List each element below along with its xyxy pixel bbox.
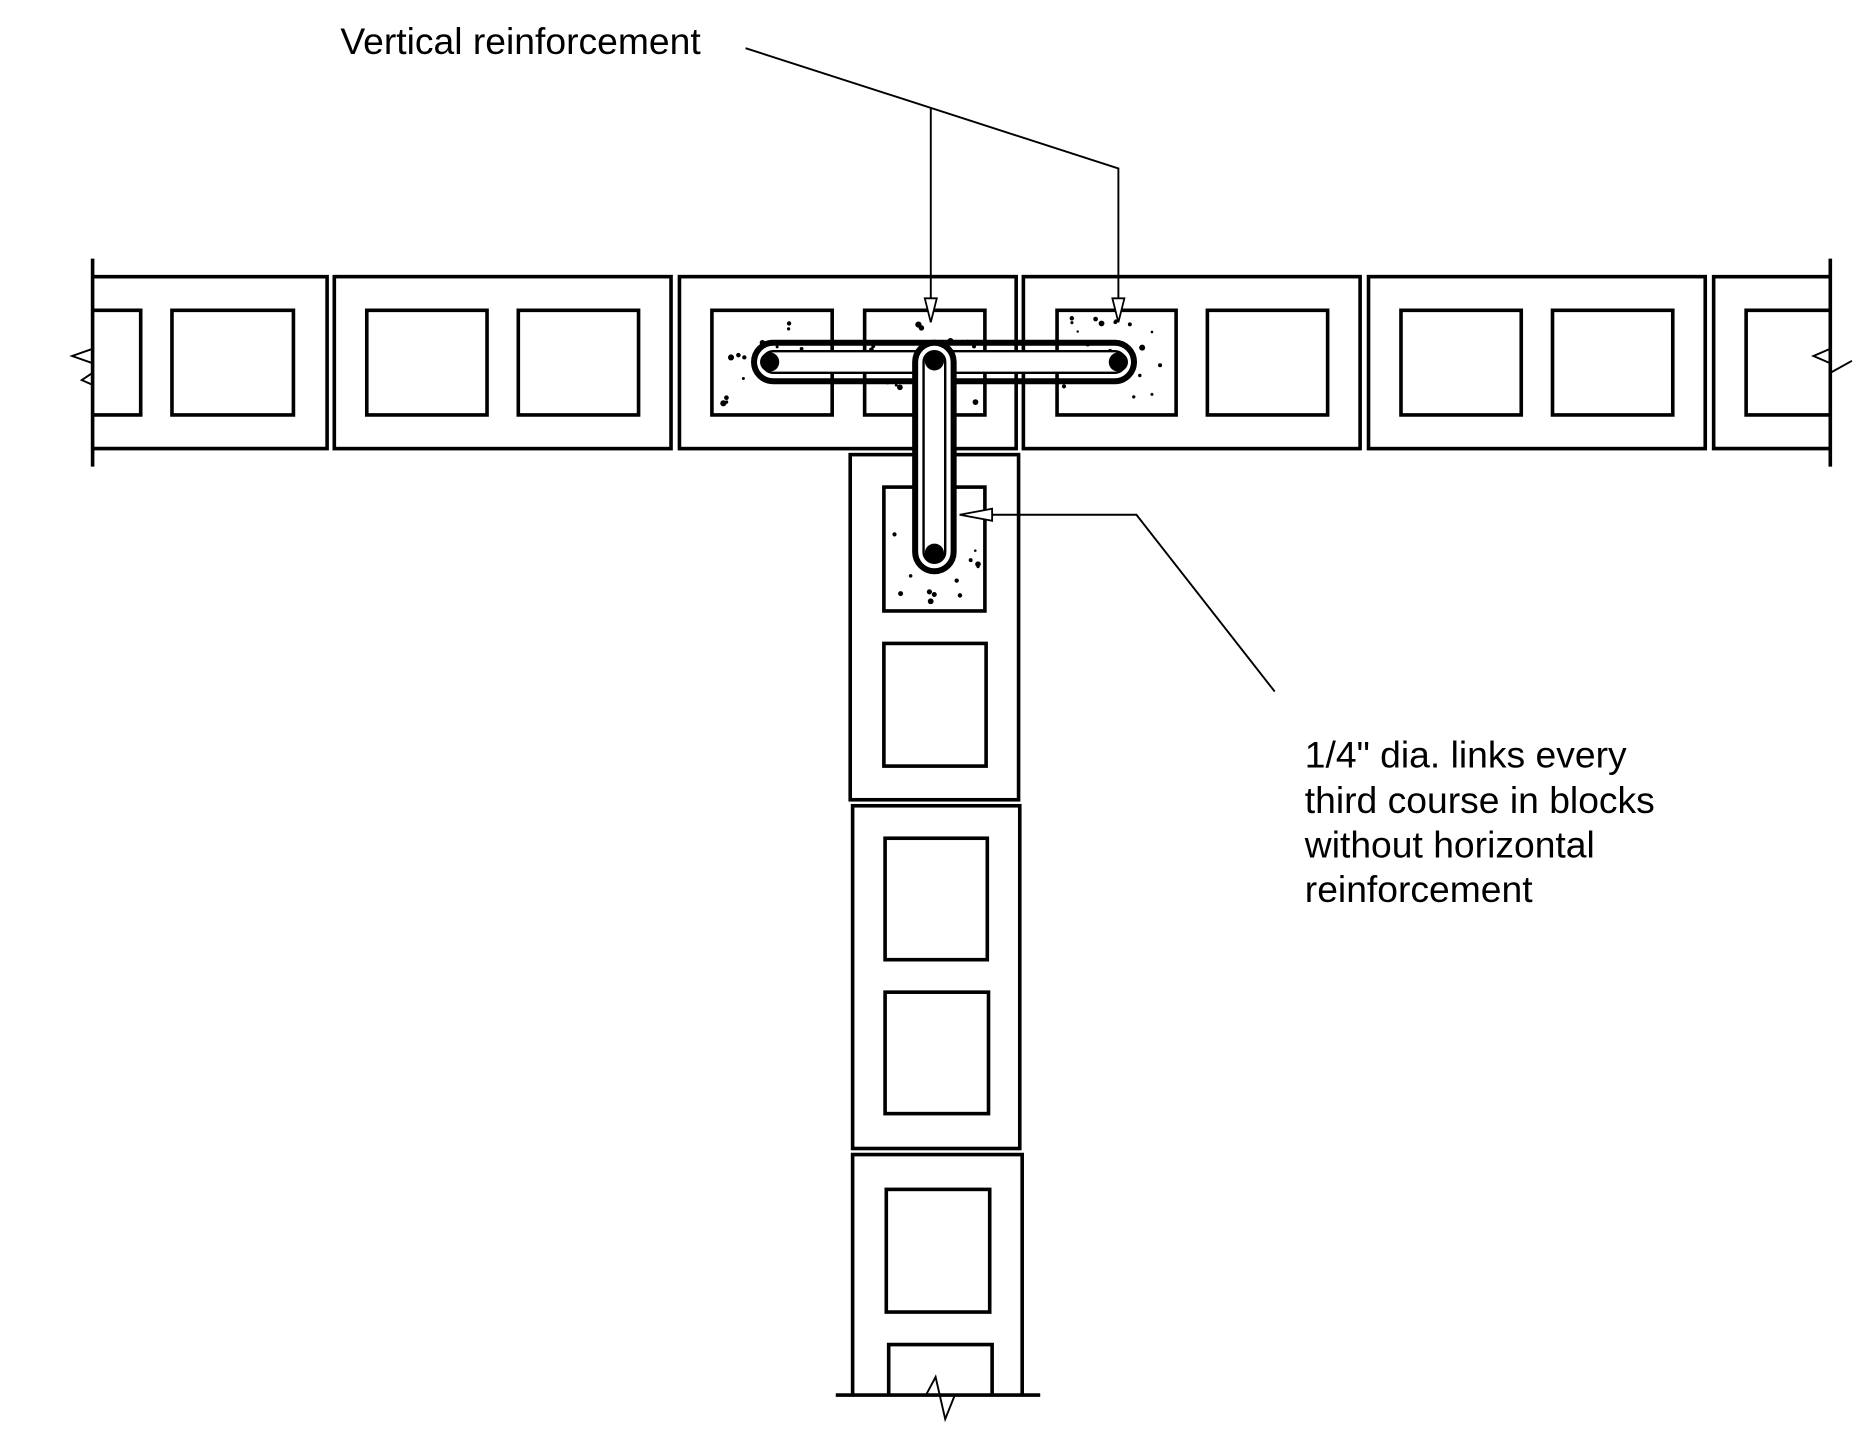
grout-speck xyxy=(1069,316,1075,321)
grout-speck xyxy=(1061,384,1067,389)
grout-speck xyxy=(786,321,792,326)
grout-speck xyxy=(954,578,959,583)
links-note-line: 1/4" dia. links every xyxy=(1305,733,1627,775)
leader-links xyxy=(959,507,1276,693)
block-cell xyxy=(1550,308,1675,417)
wall-ends xyxy=(69,258,1853,1423)
concrete-block xyxy=(1366,274,1708,451)
grout-speck xyxy=(1139,344,1146,351)
grout-speck xyxy=(918,325,925,331)
arrowhead-icon xyxy=(1111,297,1126,323)
grout-speck xyxy=(908,574,913,578)
partial-block-cell xyxy=(886,1342,994,1396)
grout-speck xyxy=(968,558,973,563)
grout-speck xyxy=(972,399,979,406)
links-note: 1/4" dia. links every third course in bl… xyxy=(1304,733,1655,910)
concrete-block xyxy=(332,274,673,451)
grout-speck xyxy=(799,347,804,351)
links-note-line: reinforcement xyxy=(1305,868,1533,910)
rebar-right xyxy=(1108,352,1129,372)
grout-speck xyxy=(775,345,779,349)
grout-speck xyxy=(727,354,735,361)
rebar-left xyxy=(760,352,780,372)
grout-speck xyxy=(1070,321,1074,325)
arrowhead-icon xyxy=(923,297,938,323)
block-cell xyxy=(882,641,988,768)
block-cell xyxy=(1399,308,1524,417)
break-symbol-right xyxy=(1811,347,1853,375)
leader-vertical-reinforcement xyxy=(745,47,1126,323)
grout-speck xyxy=(1150,392,1154,396)
grout-speck xyxy=(931,591,937,597)
grout-speck xyxy=(1098,320,1105,327)
partial-concrete-block xyxy=(850,1152,1024,1396)
grout-speck xyxy=(720,400,727,407)
grout-speck xyxy=(786,327,791,331)
grout-speck xyxy=(742,355,747,360)
break-symbol-bottom xyxy=(889,1374,993,1423)
grout-speck xyxy=(892,532,897,537)
concrete-block xyxy=(850,803,1022,1151)
grout-speck xyxy=(1150,330,1154,334)
grout-speck xyxy=(894,383,898,387)
rebar-stem xyxy=(924,543,945,563)
break-symbol-left xyxy=(69,347,94,386)
grout-speck xyxy=(1132,395,1136,399)
grout-speck xyxy=(897,384,903,391)
block-cell xyxy=(170,308,296,417)
grout-speck xyxy=(724,400,729,404)
grout-speck xyxy=(741,377,745,381)
grout-speck xyxy=(1093,316,1098,322)
block-cell xyxy=(884,1187,992,1314)
grout-speck xyxy=(957,593,963,598)
block-cell xyxy=(516,308,641,417)
grout-speck xyxy=(976,565,980,569)
grout-speck xyxy=(927,598,934,605)
block-cell xyxy=(883,836,990,962)
grout-speck xyxy=(1158,363,1163,368)
partial-concrete-block xyxy=(92,274,329,451)
grout-speck xyxy=(898,591,904,597)
block-cell xyxy=(364,308,489,417)
grout-speck xyxy=(736,352,741,358)
grout-speck xyxy=(1138,373,1142,378)
grout-speck xyxy=(724,395,729,401)
grout-speck xyxy=(975,561,981,567)
partial-block-cell xyxy=(1744,308,1831,417)
grout-speck xyxy=(1127,322,1132,327)
partial-block-cell xyxy=(92,308,143,417)
partial-concrete-block xyxy=(1711,274,1831,451)
rebar-center xyxy=(924,351,945,371)
grout-speck xyxy=(1113,320,1118,325)
arrowhead-icon xyxy=(959,507,994,522)
links-note-line: third course in blocks xyxy=(1305,779,1655,821)
block-cell xyxy=(1205,308,1330,417)
rebar-dots xyxy=(760,351,1129,563)
grout-speck xyxy=(974,549,977,552)
grout-speck xyxy=(1076,330,1079,333)
block-cell xyxy=(883,990,991,1116)
grout-speck xyxy=(926,589,933,595)
vertical-reinforcement-label: Vertical reinforcement xyxy=(340,20,701,62)
links-note-line: without horizontal xyxy=(1304,823,1595,865)
vertical-link-bar xyxy=(912,339,957,575)
